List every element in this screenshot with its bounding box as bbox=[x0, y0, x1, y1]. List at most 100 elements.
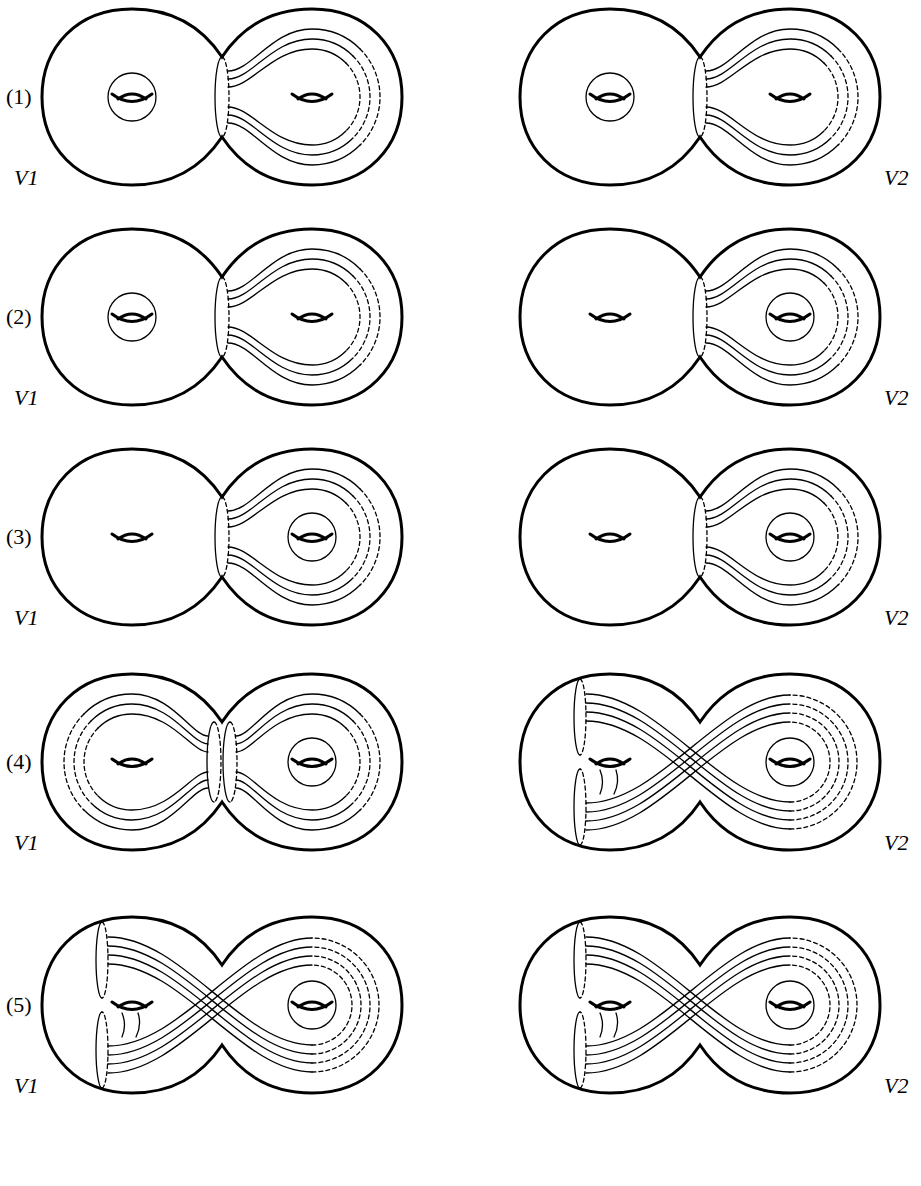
handle-hole bbox=[112, 1002, 152, 1010]
meridian-circle bbox=[288, 738, 336, 786]
handle-hole bbox=[590, 534, 630, 542]
neck-disk bbox=[700, 277, 707, 357]
band-curve bbox=[228, 489, 346, 527]
handle-hole bbox=[590, 94, 630, 102]
band-curve bbox=[236, 780, 353, 820]
band-curve bbox=[228, 563, 360, 605]
hole-curve bbox=[600, 1013, 603, 1037]
band-curve bbox=[706, 249, 838, 291]
band-curve bbox=[236, 704, 353, 744]
neck-disk bbox=[693, 57, 700, 137]
row-number: (1) bbox=[6, 86, 32, 108]
hole-curve bbox=[122, 1013, 125, 1037]
neck-disk bbox=[693, 497, 700, 577]
meridian-circle bbox=[766, 981, 814, 1029]
neck-disk bbox=[215, 497, 222, 577]
handlebody-label: V1 bbox=[14, 1075, 38, 1097]
hole-curve bbox=[614, 770, 618, 794]
crossing-curve bbox=[790, 713, 839, 811]
handle-hole bbox=[292, 314, 332, 322]
surface-outline bbox=[42, 229, 402, 405]
band-group bbox=[706, 469, 858, 605]
meridian-disk bbox=[96, 1012, 102, 1088]
band-curve bbox=[706, 563, 838, 605]
band-curve bbox=[824, 63, 838, 131]
handle-hole bbox=[770, 534, 810, 542]
band-curve bbox=[706, 343, 838, 385]
band-curve bbox=[706, 335, 831, 375]
neck-disk bbox=[700, 57, 707, 137]
neck-disk bbox=[693, 277, 700, 357]
surface-outline bbox=[520, 9, 880, 185]
crossing-curve bbox=[312, 965, 352, 1045]
band-curve bbox=[91, 780, 208, 820]
meridian-circle bbox=[288, 513, 336, 561]
handlebody-label: V2 bbox=[884, 387, 908, 409]
handle-hole bbox=[292, 759, 332, 767]
band-curve bbox=[236, 788, 360, 830]
handlebody-label: V2 bbox=[884, 1075, 908, 1097]
band-group bbox=[228, 249, 380, 385]
handlebody-label: V1 bbox=[14, 607, 38, 629]
handle-hole bbox=[776, 94, 804, 99]
meridian-disk bbox=[580, 679, 586, 755]
crossing-curve bbox=[790, 704, 848, 820]
band-curve bbox=[236, 714, 346, 752]
band-curve bbox=[346, 63, 360, 131]
band-curve bbox=[824, 503, 838, 571]
meridian-circle bbox=[288, 981, 336, 1029]
band-curve bbox=[228, 49, 346, 87]
handle-hole bbox=[298, 94, 326, 99]
crossing-curve bbox=[790, 722, 830, 802]
handle-hole bbox=[590, 1002, 630, 1010]
row-number: (4) bbox=[6, 751, 32, 773]
genus-two-handlebody bbox=[520, 229, 880, 405]
handle-hole bbox=[776, 534, 804, 539]
hole-curve bbox=[136, 1013, 140, 1037]
genus-two-handlebody bbox=[42, 229, 402, 405]
handle-hole bbox=[292, 534, 332, 542]
band-curve bbox=[360, 489, 380, 585]
band-curve bbox=[228, 249, 360, 291]
band-curve bbox=[346, 503, 360, 571]
handle-hole bbox=[596, 534, 624, 539]
band-curve bbox=[346, 728, 360, 796]
neck-disk bbox=[223, 722, 230, 802]
genus-two-handlebody bbox=[520, 9, 880, 185]
crossing-curve bbox=[790, 956, 839, 1054]
handle-hole bbox=[596, 94, 624, 99]
meridian-disk bbox=[580, 922, 586, 998]
meridian-disk bbox=[102, 922, 108, 998]
row-number: (5) bbox=[6, 994, 32, 1016]
band-curve bbox=[228, 479, 353, 519]
crossing-curve bbox=[108, 947, 312, 1055]
meridian-disk bbox=[574, 769, 580, 845]
genus-two-handlebody bbox=[42, 917, 402, 1093]
band-curve bbox=[824, 283, 838, 351]
handle-hole bbox=[770, 1002, 810, 1010]
band-curve bbox=[360, 269, 380, 365]
crossing-curve bbox=[586, 938, 790, 1046]
band-curve bbox=[706, 469, 838, 511]
neck-disk bbox=[215, 57, 222, 137]
band-curve bbox=[838, 49, 858, 145]
handle-hole bbox=[776, 759, 804, 764]
meridian-disk bbox=[574, 1012, 580, 1088]
band-curve bbox=[236, 772, 346, 810]
crossing-curve bbox=[790, 695, 857, 829]
band-curve bbox=[228, 29, 360, 71]
band-curve bbox=[831, 276, 848, 358]
band-curve bbox=[706, 269, 824, 307]
handle-hole bbox=[112, 759, 152, 767]
handle-hole bbox=[776, 1002, 804, 1007]
band-curve bbox=[98, 772, 208, 810]
band-group bbox=[236, 694, 380, 830]
meridian-disk bbox=[96, 922, 102, 998]
band-curve bbox=[64, 714, 84, 810]
genus-two-handlebody bbox=[42, 674, 402, 850]
meridian-disk bbox=[574, 679, 580, 755]
band-curve bbox=[706, 259, 831, 299]
handle-hole bbox=[298, 534, 326, 539]
band-curve bbox=[228, 469, 360, 511]
